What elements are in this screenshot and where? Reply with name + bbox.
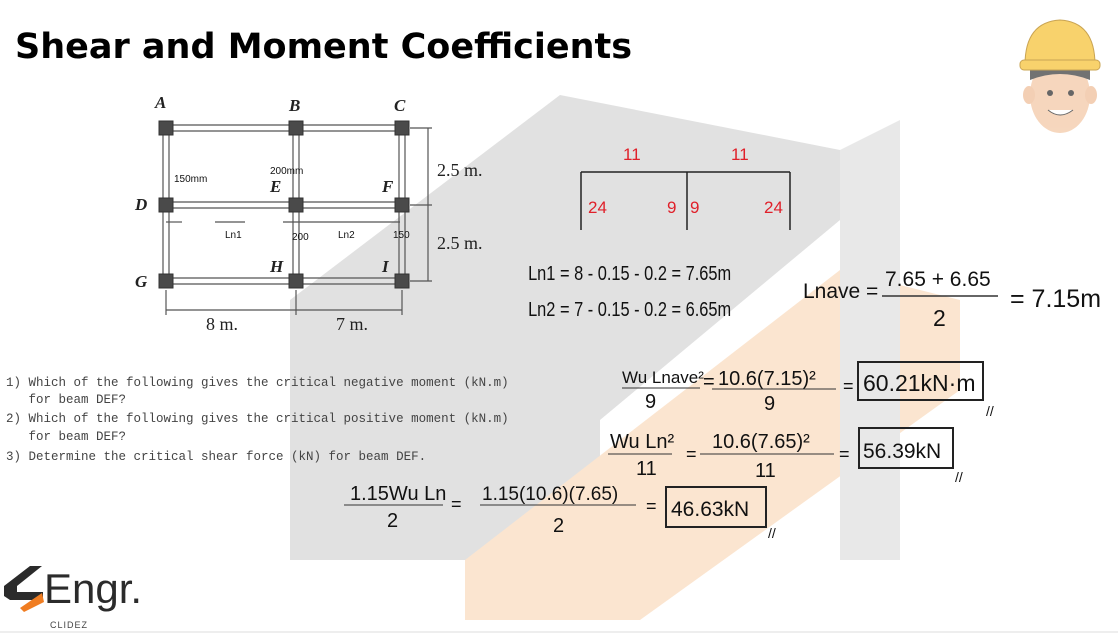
svg-text:=: = — [686, 444, 697, 464]
width-200-label: 200 — [292, 232, 309, 243]
svg-text:2: 2 — [553, 515, 564, 537]
ln2-calc: Ln2 = 7 - 0.15 - 0.2 = 6.65m — [528, 297, 731, 320]
watermark — [290, 95, 960, 620]
svg-text://: // — [986, 403, 994, 419]
question-2: 2) Which of the following gives the crit… — [6, 412, 509, 426]
positive-moment-result: 56.39kN — [863, 440, 941, 463]
svg-text:11: 11 — [636, 458, 657, 480]
svg-text:=: = — [646, 496, 657, 516]
dim-bottom: 2.5 m. — [437, 233, 483, 253]
lnave-label: Lnave = — [803, 280, 878, 303]
svg-text:CLIDEZ: CLIDEZ — [50, 620, 88, 630]
svg-text:1.15Wu Ln: 1.15Wu Ln — [350, 483, 446, 505]
question-3: 3) Determine the critical shear force (k… — [6, 450, 426, 464]
ln2-label: Ln2 — [338, 230, 355, 241]
engr-clidez-logo: Engr. CLIDEZ — [4, 565, 142, 630]
column-width-150: 150mm — [174, 174, 207, 185]
coef-mid-right: 9 — [690, 198, 699, 217]
svg-text:9: 9 — [645, 391, 656, 413]
svg-text:=: = — [451, 494, 462, 514]
shear-result: 46.63kN — [671, 498, 749, 521]
lnave-result: = 7.15m — [1010, 285, 1101, 313]
column-width-200: 200mm — [270, 166, 303, 177]
svg-text:10.6(7.15)²: 10.6(7.15)² — [718, 368, 816, 390]
negative-moment-result: 60.21kN·m — [863, 370, 975, 396]
page-title: Shear and Moment Coefficients — [15, 27, 632, 67]
svg-text:2: 2 — [387, 510, 398, 532]
node-label-h: H — [269, 257, 284, 276]
svg-text:9: 9 — [764, 393, 775, 415]
span-7m: 7 m. — [336, 314, 368, 334]
svg-text:=: = — [703, 371, 715, 393]
width-150-label: 150 — [393, 230, 410, 241]
span-8m: 8 m. — [206, 314, 238, 334]
dim-top: 2.5 m. — [437, 160, 483, 180]
question-1-cont: for beam DEF? — [6, 393, 126, 407]
node-label-c: C — [394, 96, 406, 115]
coef-end-right: 24 — [764, 198, 783, 217]
node-label-d: D — [134, 195, 147, 214]
coef-end-left: 24 — [588, 198, 607, 217]
ln1-label: Ln1 — [225, 230, 242, 241]
svg-text://: // — [955, 469, 963, 485]
node-label-a: A — [154, 93, 166, 112]
positive-moment-calc: Wu Ln² 11 = 10.6(7.65)² 11 = 56.39kN // — [608, 427, 963, 485]
engineer-hardhat-icon — [1019, 19, 1101, 133]
svg-text:10.6(7.65)²: 10.6(7.65)² — [712, 431, 810, 453]
node-label-g: G — [135, 272, 148, 291]
svg-text:11: 11 — [755, 460, 776, 482]
coefficient-diagram — [580, 171, 791, 230]
svg-text:1.15(10.6)(7.65): 1.15(10.6)(7.65) — [482, 484, 618, 505]
question-1: 1) Which of the following gives the crit… — [6, 376, 509, 390]
ln1-calc: Ln1 = 8 - 0.15 - 0.2 = 7.65m — [528, 261, 731, 284]
node-label-e: E — [269, 177, 281, 196]
svg-text:=: = — [843, 376, 854, 396]
coef-top-right: 11 — [731, 145, 749, 164]
node-label-b: B — [288, 96, 300, 115]
coef-top-left: 11 — [623, 145, 641, 164]
questions: 1) Which of the following gives the crit… — [6, 376, 509, 464]
lnave-denominator: 2 — [933, 305, 946, 331]
node-label-f: F — [381, 177, 394, 196]
lnave-numerator: 7.65 + 6.65 — [885, 268, 991, 291]
svg-text:Wu Ln²: Wu Ln² — [610, 431, 674, 453]
svg-text://: // — [768, 525, 776, 541]
coef-mid-left: 9 — [667, 198, 676, 217]
negative-moment-calc: Wu Lnave² 9 = 10.6(7.15)² 9 = 60.21kN·m … — [622, 361, 994, 419]
node-label-i: I — [381, 257, 390, 276]
svg-text:=: = — [839, 444, 850, 464]
svg-text:Wu Lnave²: Wu Lnave² — [622, 368, 704, 387]
frame-diagram — [158, 120, 432, 315]
shear-calc: 1.15Wu Ln 2 = 1.15(10.6)(7.65) 2 = 46.63… — [344, 483, 776, 541]
question-2-cont: for beam DEF? — [6, 430, 126, 444]
svg-text:Engr.: Engr. — [44, 565, 142, 612]
